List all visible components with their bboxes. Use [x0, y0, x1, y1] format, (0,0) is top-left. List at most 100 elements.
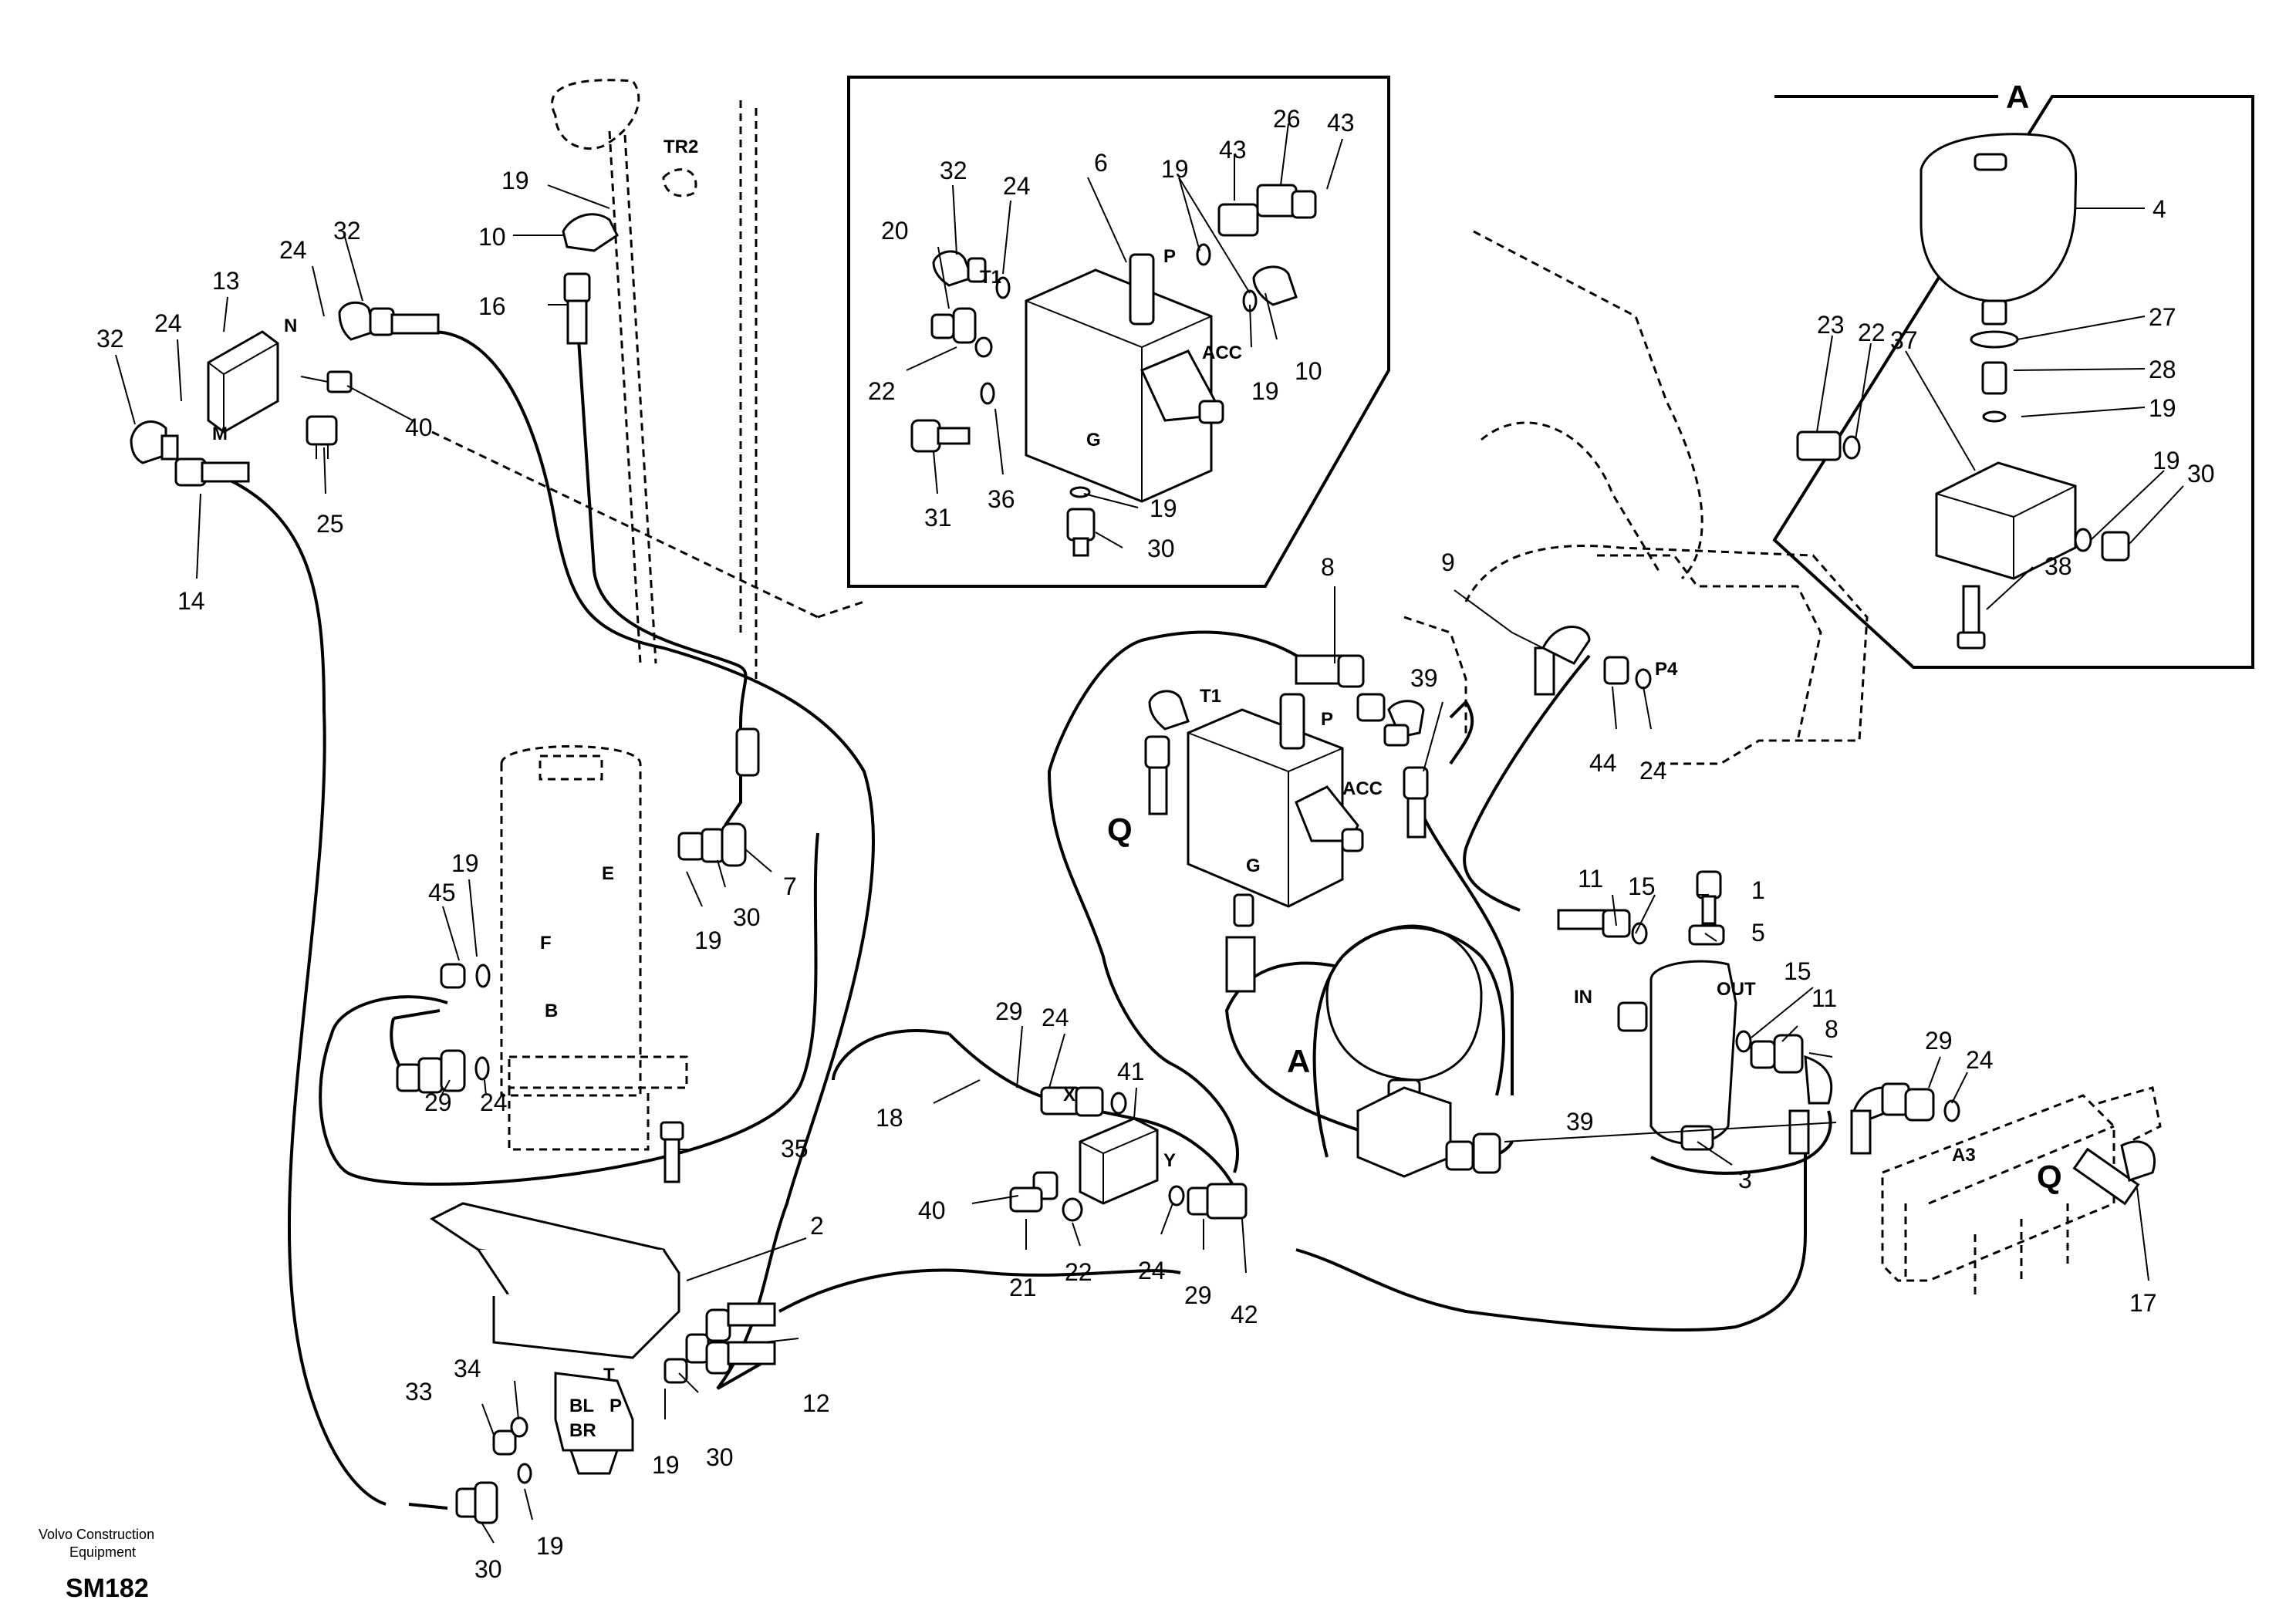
callout-24: 24 [480, 1088, 508, 1116]
callout-3: 3 [1738, 1166, 1752, 1193]
callout-22: 22 [1065, 1258, 1092, 1286]
accumulator-bracket [1312, 926, 1505, 1158]
callout-24: 24 [1138, 1257, 1166, 1284]
hose-17-line [1650, 1110, 1832, 1175]
part-number-labels: 32 24 13 24 32 14 25 40 19 10 16 45 19 7… [96, 105, 2215, 1583]
callout-19: 19 [652, 1451, 680, 1479]
callout-44: 44 [1589, 749, 1617, 777]
callout-11: 11 [1578, 865, 1603, 893]
accumulator-a-main [1325, 924, 1501, 1178]
filter-3 [1617, 870, 1737, 1151]
view-labels: A A Q Q [1107, 79, 2062, 1195]
callout-43: 43 [1327, 109, 1355, 137]
inset-valve-block-6 [1025, 253, 1224, 503]
callout-6: 6 [1094, 149, 1108, 177]
callout-22: 22 [868, 377, 896, 405]
fittings-9-44 [1534, 626, 1652, 696]
port-p4: P4 [1655, 659, 1678, 680]
port-f: F [540, 933, 552, 953]
callout-35: 35 [781, 1135, 809, 1163]
view-q-left: Q [1107, 812, 1133, 848]
machine-frame-outline [1403, 230, 1869, 765]
callout-15: 15 [1628, 872, 1656, 900]
port-b: B [545, 1001, 558, 1021]
fitting-7-group [677, 727, 760, 867]
callout-39: 39 [1566, 1108, 1594, 1136]
hose-14 [208, 469, 387, 1506]
callout-26: 26 [1273, 105, 1301, 133]
inset-a-accumulator-4 [1920, 133, 2078, 423]
port-p: P [609, 1396, 622, 1416]
callout-42: 42 [1231, 1301, 1258, 1328]
port-out: OUT [1717, 979, 1756, 1000]
callout-8: 8 [1825, 1015, 1838, 1043]
port-x: X [1063, 1085, 1075, 1105]
callout-7: 7 [783, 872, 797, 900]
callout-8: 8 [1321, 553, 1335, 581]
fitting-40-plug-left [300, 370, 353, 393]
callout-40: 40 [405, 413, 433, 441]
callout-22: 22 [1858, 319, 1886, 346]
block-13-m [207, 330, 279, 434]
callout-41: 41 [1117, 1058, 1145, 1085]
callout-21: 21 [1009, 1274, 1037, 1301]
callout-11: 11 [1811, 984, 1837, 1012]
fitting-14-nut [174, 457, 250, 487]
callout-36: 36 [988, 485, 1015, 513]
hose-9 [1463, 654, 1591, 912]
callout-15: 15 [1784, 957, 1811, 985]
inset-fittings-right [1196, 184, 1317, 312]
port-g-inset: G [1086, 430, 1101, 451]
callout-1: 1 [1751, 876, 1765, 904]
port-p-inset: P [1163, 246, 1176, 267]
port-acc-inset: ACC [1202, 343, 1242, 363]
callout-19: 19 [1150, 494, 1177, 522]
control-valve-block-outline [1881, 1086, 2162, 1296]
callout-9: 9 [1441, 548, 1455, 576]
port-t: T [603, 1365, 615, 1385]
callout-18: 18 [876, 1104, 903, 1132]
fitting-32-elbow-top [338, 301, 440, 341]
hose-16 [577, 339, 748, 726]
hose-18 [832, 1028, 950, 1081]
inset-a-frame [1772, 95, 2254, 669]
callout-25: 25 [316, 510, 344, 538]
port-n: N [284, 316, 297, 336]
pedal-valve-2 [430, 1202, 680, 1475]
callout-28: 28 [2149, 356, 2176, 383]
callout-14: 14 [177, 587, 205, 615]
callout-2: 2 [810, 1212, 824, 1240]
callout-43: 43 [1219, 136, 1247, 164]
diagram-code: SM182 [66, 1574, 149, 1603]
view-a-inset-title: A [2006, 79, 2029, 115]
callout-34: 34 [454, 1355, 481, 1382]
company-name-line1: Volvo Construction [39, 1527, 154, 1542]
hose-fitting-16 [563, 272, 591, 345]
callout-19: 19 [1161, 155, 1189, 183]
callout-31: 31 [924, 504, 952, 532]
callout-30: 30 [1147, 535, 1175, 562]
callout-32: 32 [940, 157, 967, 184]
callout-30: 30 [474, 1555, 502, 1583]
fitting-29-group-left [396, 1049, 490, 1094]
callout-37: 37 [1890, 326, 1918, 354]
port-t1-main: T1 [1200, 686, 1221, 707]
port-br: BR [569, 1420, 596, 1441]
callout-5: 5 [1751, 919, 1765, 947]
callout-38: 38 [2044, 552, 2072, 580]
plug-45 [440, 963, 491, 989]
callout-27: 27 [2149, 303, 2176, 331]
callout-33: 33 [405, 1378, 433, 1406]
valve-block-41 [1009, 1086, 1248, 1222]
port-acc-main: ACC [1342, 778, 1383, 799]
callout-24: 24 [1966, 1046, 1994, 1074]
callout-20: 20 [881, 217, 909, 245]
port-t1-inset: T1 [980, 267, 1001, 288]
port-m: M [212, 424, 228, 444]
fittings-29-right [1850, 1082, 1960, 1155]
callout-10: 10 [478, 223, 506, 251]
inset-fitting-30 [1066, 486, 1096, 557]
cab-frame-outline [431, 79, 865, 679]
callout-19: 19 [2152, 447, 2180, 474]
